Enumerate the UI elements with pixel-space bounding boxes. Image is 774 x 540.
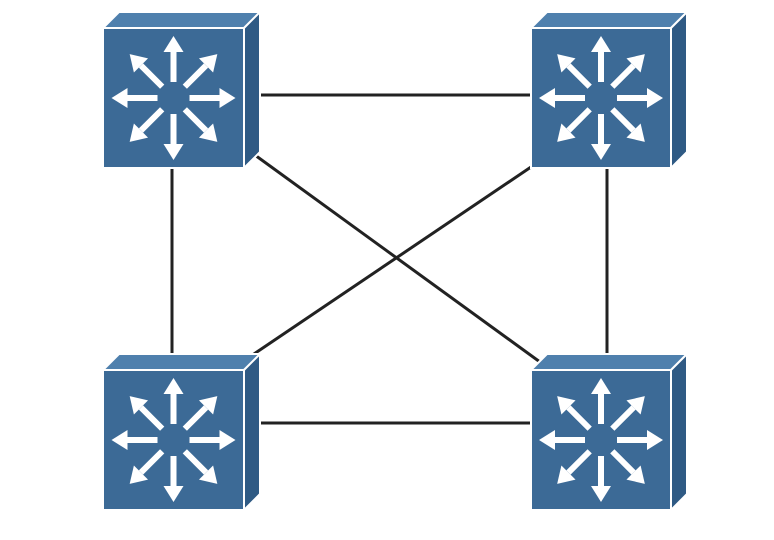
switch-top-left xyxy=(102,11,261,169)
links-layer xyxy=(170,93,609,425)
switch-top-face xyxy=(102,353,261,371)
switch-side-face xyxy=(670,353,688,511)
multilayer-switch-icon xyxy=(539,36,663,160)
switch-bottom-right xyxy=(530,353,688,511)
link-diagonal-tr-bl xyxy=(247,165,532,360)
switches-layer xyxy=(102,11,688,511)
switch-top-face xyxy=(530,353,688,371)
switch-side-face xyxy=(243,11,261,169)
switch-top-right xyxy=(530,11,688,169)
switch-bottom-left xyxy=(102,353,261,511)
multilayer-switch-icon xyxy=(539,378,663,502)
switch-side-face xyxy=(243,353,261,511)
multilayer-switch-icon xyxy=(111,378,236,502)
switch-top-face xyxy=(530,11,688,29)
switch-top-face xyxy=(102,11,261,29)
multilayer-switch-icon xyxy=(111,36,236,160)
switch-side-face xyxy=(670,11,688,169)
link-diagonal-tl-br xyxy=(247,148,552,372)
